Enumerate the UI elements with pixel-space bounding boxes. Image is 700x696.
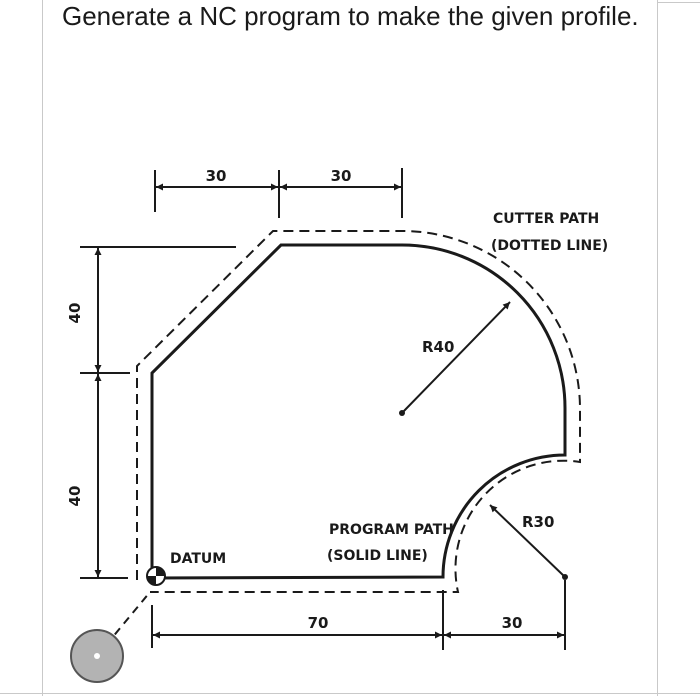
extension-lines bbox=[80, 168, 566, 650]
dim-top-left-label: 30 bbox=[206, 167, 227, 185]
program-path bbox=[150, 243, 567, 580]
program-path-label: PROGRAM PATH bbox=[329, 522, 454, 538]
r30-leader bbox=[489, 504, 566, 578]
radius-small-label: R30 bbox=[522, 513, 554, 531]
dimension-lines bbox=[94, 183, 564, 639]
content-border-right bbox=[657, 0, 658, 696]
cutter-path-label: CUTTER PATH bbox=[493, 211, 599, 227]
cutter-path-sublabel: (DOTTED LINE) bbox=[491, 238, 608, 254]
cutter-path bbox=[136, 230, 581, 593]
r40-leader bbox=[401, 301, 511, 414]
dim-bottom-left-label: 70 bbox=[308, 614, 329, 632]
question-text: Generate a NC program to make the given … bbox=[62, 1, 639, 31]
radius-large-label: R40 bbox=[422, 338, 454, 356]
content-border-bottom bbox=[0, 693, 700, 694]
dim-bottom-right-label: 30 bbox=[502, 614, 523, 632]
program-path-sublabel: (SOLID LINE) bbox=[327, 548, 428, 564]
datum-label: DATUM bbox=[170, 551, 226, 567]
datum-symbol bbox=[146, 566, 166, 586]
dim-top-right-label: 30 bbox=[331, 167, 352, 185]
dim-left-lower-label: 40 bbox=[66, 486, 84, 507]
content-border-top-right bbox=[657, 2, 700, 3]
content-border-left bbox=[42, 0, 43, 696]
dim-left-upper-label: 40 bbox=[66, 303, 84, 324]
start-circle bbox=[70, 629, 124, 683]
